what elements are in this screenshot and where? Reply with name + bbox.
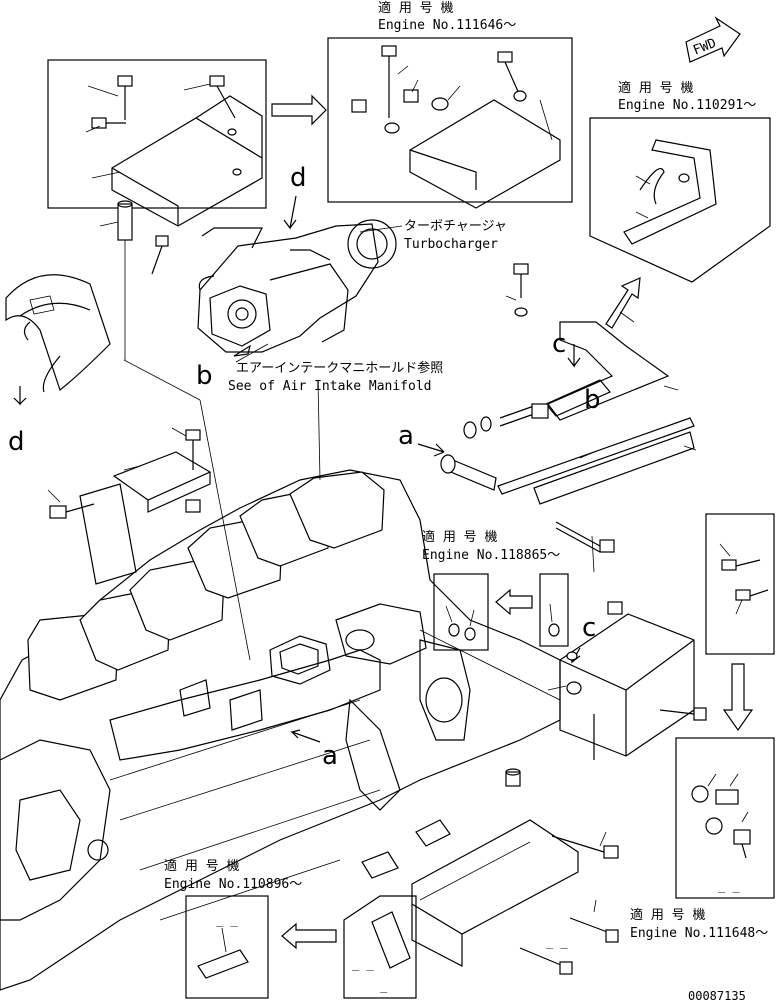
applicability-title-bottom-right: 適 用 号 機 xyxy=(630,907,705,923)
applicability-engine-top: Engine No.111646〜 xyxy=(378,18,516,33)
engine-block xyxy=(0,359,561,991)
ref-a-top: a xyxy=(398,421,414,451)
box-mark-bl: _ _ xyxy=(216,913,238,927)
box-mark-c: _ xyxy=(380,979,388,993)
long-bolt xyxy=(555,521,615,553)
detail-box-top-center: 適 用 号 機 Engine No.111646〜 xyxy=(327,0,573,209)
turbocharger: ターボチャージャ Turbocharger エアーインテークマニホールド参照 S… xyxy=(151,219,507,394)
turbocharger-label-jp: ターボチャージャ xyxy=(404,219,507,234)
bracket-upper-right xyxy=(440,263,697,573)
ref-c-middle: c xyxy=(582,613,596,643)
detail-box-right-bolts xyxy=(705,513,775,655)
plate-mark: _ _ xyxy=(546,935,568,949)
ref-d-top-arrow xyxy=(283,195,297,230)
detail-box-bottom-right: _ _ xyxy=(675,737,775,899)
ref-c-top-arrow xyxy=(567,344,581,368)
ref-d-left: d xyxy=(8,427,25,457)
applicability-engine-top-right: Engine No.110291〜 xyxy=(618,98,756,113)
applicability-engine-middle: Engine No.118865〜 xyxy=(422,548,560,563)
heat-shield xyxy=(5,274,111,406)
ref-a-top-arrow xyxy=(417,443,445,457)
applicability-engine-bottom-right: Engine No.111648〜 xyxy=(630,926,768,941)
detail-box-top-left xyxy=(47,59,267,227)
arrow-up-right xyxy=(605,277,641,329)
heat-shield-lower xyxy=(419,601,707,760)
detail-box-middle: 適 用 号 機 Engine No.118865〜 xyxy=(422,529,569,651)
ref-b-left: b xyxy=(196,361,213,391)
intake-label-jp: エアーインテークマニホールド参照 xyxy=(236,360,443,376)
turbocharger-label-en: Turbocharger xyxy=(404,237,498,252)
arrow-right-top xyxy=(271,94,327,126)
applicability-title-top: 適 用 号 機 xyxy=(378,0,453,16)
box-mark-b: _ _ xyxy=(352,957,374,971)
arrow-down-d xyxy=(13,386,27,406)
fwd-arrow-icon: FWD xyxy=(685,16,741,63)
applicability-title-top-right: 適 用 号 機 xyxy=(618,80,693,96)
spacer-parts-left xyxy=(47,200,212,585)
bottom-bracket-plate: _ _ xyxy=(361,768,619,975)
ref-a-bottom-arrow xyxy=(289,729,321,743)
arrow-down-right xyxy=(722,663,754,732)
drawing-number: 00087135 xyxy=(688,989,746,1003)
ref-a-bottom: a xyxy=(322,741,338,771)
ref-d-top: d xyxy=(290,163,307,193)
detail-box-bottom-left: 適 用 号 機 Engine No.110896〜 _ _ _ _ _ xyxy=(164,858,417,999)
box-mark: _ _ xyxy=(718,879,740,893)
fwd-label: FWD xyxy=(691,36,719,59)
detail-box-top-right: 適 用 号 機 Engine No.110291〜 xyxy=(589,80,771,283)
applicability-title-middle: 適 用 号 機 xyxy=(422,529,497,545)
intake-label-en: See of Air Intake Manifold xyxy=(228,379,432,394)
ref-c-top: c xyxy=(552,329,566,359)
applicability-engine-bottom-left: Engine No.110896〜 xyxy=(164,877,302,892)
applicability-title-bottom-left: 適 用 号 機 xyxy=(164,858,239,874)
